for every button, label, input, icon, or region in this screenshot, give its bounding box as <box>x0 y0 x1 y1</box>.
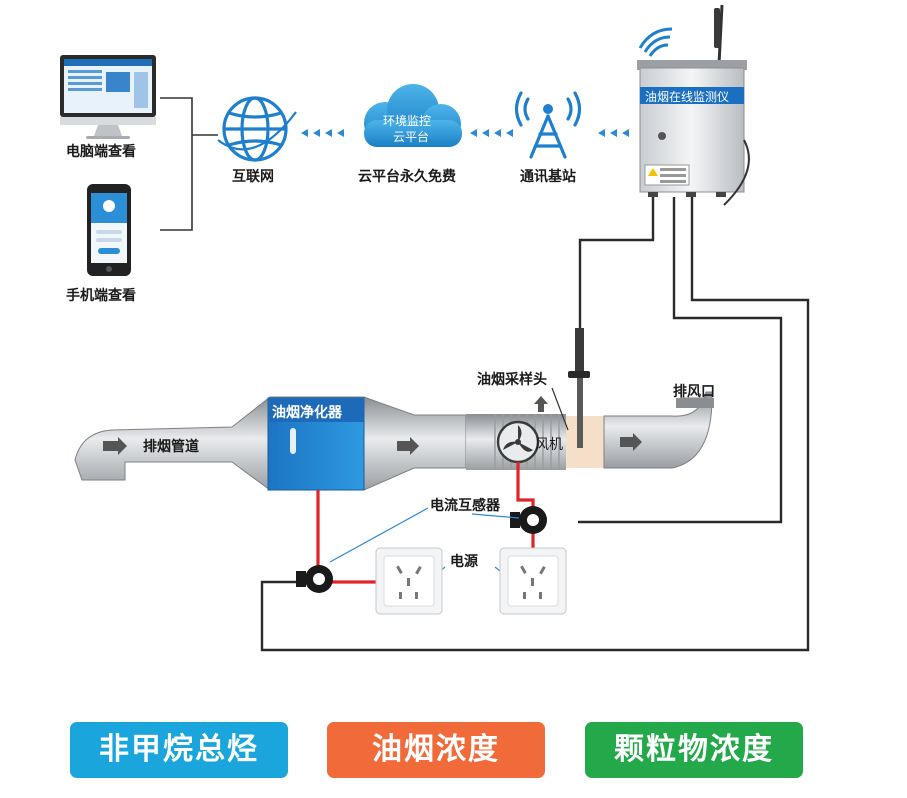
base-station-tower-icon <box>514 91 582 159</box>
data-flow-arrows <box>301 129 629 137</box>
fan-icon <box>496 420 540 464</box>
monitor-title: 油烟在线监测仪 <box>645 90 730 104</box>
airflow-arrows <box>103 396 642 455</box>
metric-badge-nmhc: 非甲烷总烃 <box>70 722 288 778</box>
purifier-label: 油烟净化器 <box>272 405 342 421</box>
globe-icon <box>217 96 297 162</box>
cloud-text-line1: 环境监控 <box>383 114 432 128</box>
exhaust-label: 排风口 <box>673 384 715 400</box>
duct-label: 排烟管道 <box>143 439 199 455</box>
pc-monitor-icon <box>60 55 156 139</box>
device-connector-line <box>160 97 193 231</box>
power-label: 电源 <box>450 554 478 570</box>
exhaust-duct <box>74 391 714 491</box>
cloud-caption: 云平台永久免费 <box>358 169 456 185</box>
phone-label: 手机端查看 <box>66 288 136 304</box>
fan-label: 风机 <box>535 437 563 453</box>
pc-label: 电脑端查看 <box>66 144 136 160</box>
current-transformer-icon <box>296 506 547 593</box>
internet-label: 互联网 <box>232 169 274 185</box>
power-socket-icon <box>375 547 567 615</box>
metric-label: 非甲烷总烃 <box>99 732 259 767</box>
cloud-text-line2: 云平台 <box>393 130 430 144</box>
cloud-platform-icon <box>364 84 462 147</box>
metric-badge-particulate: 颗粒物浓度 <box>585 722 803 778</box>
smartphone-icon <box>87 184 131 276</box>
metric-label: 油烟浓度 <box>372 732 500 767</box>
monitor-cabinet <box>637 4 750 206</box>
current-sensor-label: 电流互感器 <box>430 498 500 514</box>
sampling-probe-label: 油烟采样头 <box>477 372 547 388</box>
base-station-label: 通讯基站 <box>520 169 576 185</box>
metric-label: 颗粒物浓度 <box>614 732 774 767</box>
sampling-probe <box>551 328 590 448</box>
signal-wires <box>260 197 810 652</box>
metric-badge-oil-fume: 油烟浓度 <box>327 722 545 778</box>
